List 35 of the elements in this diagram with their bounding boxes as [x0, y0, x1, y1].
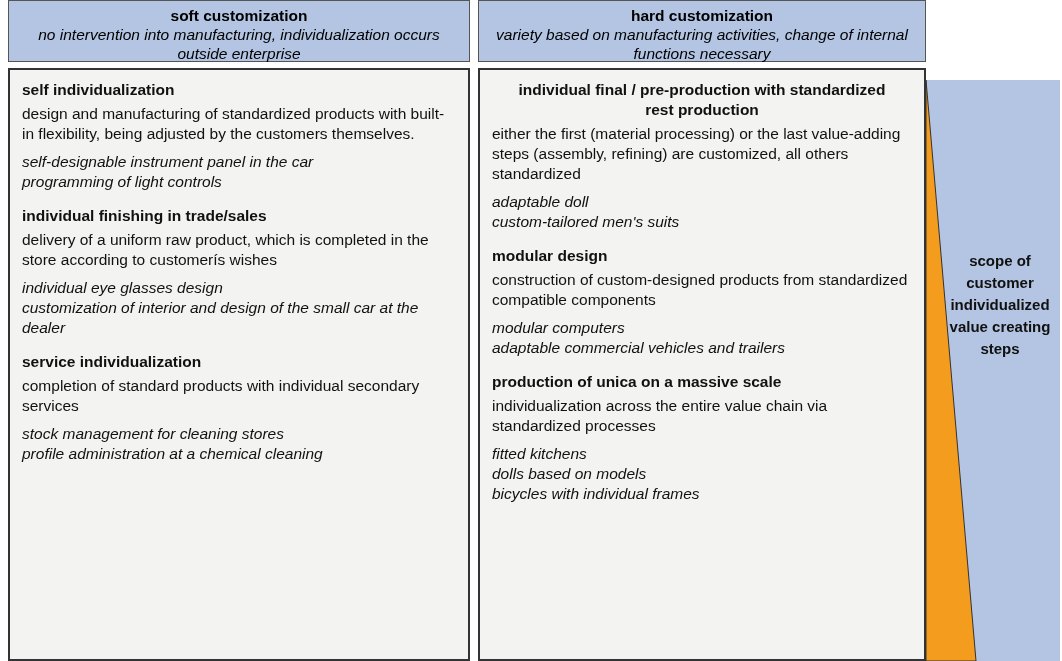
- section-description: either the first (material processing) or the last value-adding steps (assembly, refining) are customized, all others standardized: [492, 124, 902, 184]
- example-text: custom-tailored men's suits: [492, 212, 681, 232]
- example-text: profile administration at a chemical cleaning: [22, 444, 324, 464]
- column-subtitle: no intervention into manufacturing, individualization occurs outside enterprise: [37, 25, 441, 63]
- section-heading: production of unica on a massive scale: [492, 372, 783, 392]
- section-heading: self individualization: [22, 80, 176, 100]
- example-text: bicycles with individual frames: [492, 484, 701, 504]
- section-description: completion of standard products with individual secondary services: [22, 376, 421, 416]
- column-heading: soft customization: [169, 6, 309, 25]
- section-description: design and manufacturing of standardized products with built-in flexibility, being adjusted by the customers themselves.: [22, 104, 446, 144]
- example-text: programming of light controls: [22, 172, 223, 192]
- section-heading: service individualization: [22, 352, 203, 372]
- column-heading: hard customization: [629, 6, 775, 25]
- category-panel: [478, 68, 926, 661]
- example-text: adaptable doll: [492, 192, 590, 212]
- section-description: construction of custom-designed products from standardized compatible components: [492, 270, 909, 310]
- scope-wedge: [926, 80, 1060, 661]
- example-text: individual eye glasses design: [22, 278, 224, 298]
- column-subtitle: variety based on manufacturing activities, change of internal functions necessary: [495, 25, 910, 63]
- section-heading: individual final / pre-production with standardized rest production: [517, 80, 887, 120]
- scope-label: scope of customer individualized value creating steps: [948, 251, 1052, 359]
- section-description: individualization across the entire value chain via standardized processes: [492, 396, 829, 436]
- example-text: customization of interior and design of the small car at the dealer: [22, 298, 420, 338]
- example-text: modular computers: [492, 318, 626, 338]
- example-text: fitted kitchens: [492, 444, 588, 464]
- example-text: self-designable instrument panel in the car: [22, 152, 315, 172]
- example-text: adaptable commercial vehicles and trailers: [492, 338, 786, 358]
- example-text: dolls based on models: [492, 464, 648, 484]
- section-description: delivery of a uniform raw product, which is completed in the store according to customerís wishes: [22, 230, 430, 270]
- section-heading: modular design: [492, 246, 609, 266]
- column-header: [478, 0, 926, 62]
- section-heading: individual finishing in trade/sales: [22, 206, 268, 226]
- column-header: [8, 0, 470, 62]
- category-panel: [8, 68, 470, 661]
- example-text: stock management for cleaning stores: [22, 424, 285, 444]
